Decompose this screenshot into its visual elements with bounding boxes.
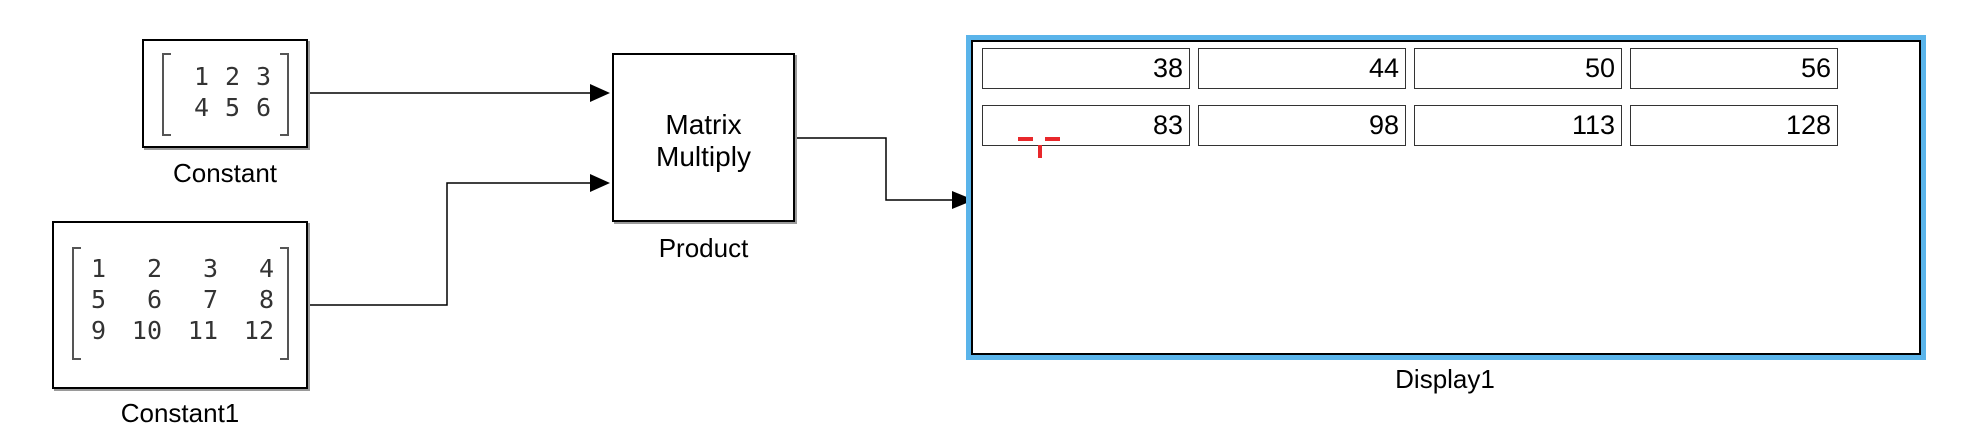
constant1-matrix: 1 2 3 4 5 6 7 8 9 10 11 12 — [78, 253, 274, 346]
display-cell: 56 — [1630, 48, 1838, 89]
matrix-cell: 3 — [202, 254, 218, 283]
product-label[interactable]: Product — [658, 233, 749, 263]
wire-constant1-to-product[interactable] — [308, 182, 598, 306]
matrix-row: 4 5 6 — [178, 92, 271, 123]
matrix-cell: 12 — [243, 316, 274, 345]
display1-block[interactable]: 38 44 50 56 83 98 113 128 — [966, 35, 1926, 360]
constant-label[interactable]: Constant — [172, 158, 278, 188]
matrix-row: 1 2 3 4 — [78, 253, 274, 284]
matrix-cell: 6 — [146, 285, 162, 314]
arrowhead-product-input-2 — [590, 174, 610, 192]
matrix-cell: 6 — [255, 93, 271, 122]
matrix-row: 9 10 11 12 — [78, 315, 274, 346]
display-cell: 83 — [982, 105, 1190, 146]
display1-label[interactable]: Display1 — [1395, 364, 1495, 394]
matrix-cell: 1 — [90, 254, 106, 283]
matrix-cell: 8 — [258, 285, 274, 314]
display-cell: 98 — [1198, 105, 1406, 146]
matrix-row: 5 6 7 8 — [78, 284, 274, 315]
matrix-cell: 3 — [255, 62, 271, 91]
matrix-cell: 5 — [224, 93, 240, 122]
matrix-right-bracket — [280, 53, 289, 136]
product-text-line1: Matrix — [665, 109, 742, 140]
product-text-line2: Multiply — [656, 141, 751, 172]
matrix-cell: 9 — [90, 316, 106, 345]
matrix-right-bracket — [280, 247, 289, 360]
display-cell: 44 — [1198, 48, 1406, 89]
constant1-label[interactable]: Constant1 — [120, 398, 240, 428]
display-cell: 113 — [1414, 105, 1622, 146]
constant-block[interactable]: 1 2 3 4 5 6 — [142, 39, 308, 148]
matrix-left-bracket — [72, 247, 81, 360]
matrix-cell: 7 — [202, 285, 218, 314]
matrix-cell: 4 — [258, 254, 274, 283]
arrowhead-product-input-1 — [590, 84, 610, 102]
cursor-icon — [1018, 137, 1060, 158]
matrix-cell: 5 — [90, 285, 106, 314]
display-cell: 128 — [1630, 105, 1838, 146]
wire-product-to-display[interactable] — [795, 137, 958, 201]
matrix-row: 1 2 3 — [178, 61, 271, 92]
constant-matrix: 1 2 3 4 5 6 — [178, 61, 271, 123]
matrix-cell: 11 — [187, 316, 218, 345]
matrix-cell: 2 — [146, 254, 162, 283]
constant1-block[interactable]: 1 2 3 4 5 6 7 8 9 10 11 12 — [52, 221, 308, 389]
matrix-cell: 10 — [131, 316, 162, 345]
product-block[interactable]: Matrix Multiply — [612, 53, 795, 222]
display-cell: 38 — [982, 48, 1190, 89]
matrix-cell: 1 — [193, 62, 209, 91]
arrowhead-display-input — [952, 191, 974, 209]
display-cell: 50 — [1414, 48, 1622, 89]
matrix-cell: 4 — [193, 93, 209, 122]
matrix-cell: 2 — [224, 62, 240, 91]
matrix-left-bracket — [162, 53, 171, 136]
